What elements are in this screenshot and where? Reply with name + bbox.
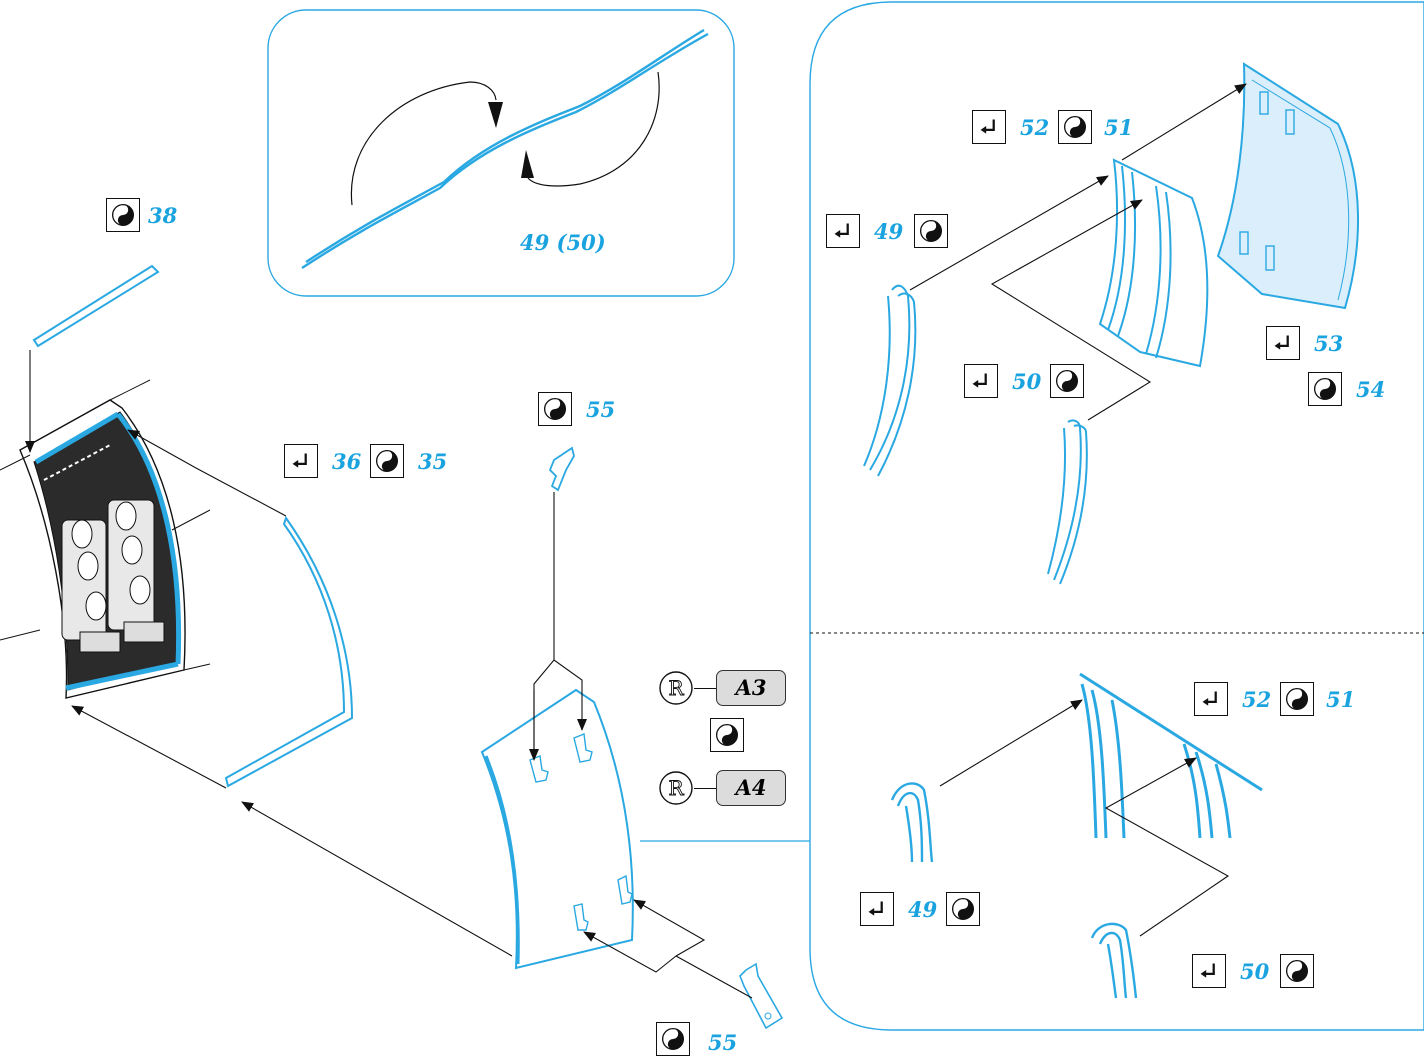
strip-detail-50-bottom (1090, 922, 1138, 999)
label-35: 35 (418, 449, 448, 474)
detail-panel-right (809, 1, 1424, 1031)
label-49-bottom: 49 (908, 897, 938, 922)
part-49-50-strip (301, 28, 709, 270)
part-icon-51-bottom (1280, 682, 1314, 716)
strip-detail-49-bottom (890, 782, 934, 863)
label-38: 38 (148, 203, 178, 228)
part-icon-54 (1308, 372, 1342, 406)
part-icon-49-bottom (946, 892, 980, 926)
part-icon-35 (370, 444, 404, 478)
fold-icon-49-top (826, 214, 860, 248)
leader-lines-bottom-right (939, 699, 1230, 937)
construction-lines-left (0, 379, 211, 671)
ref-box-a3: A3 (716, 670, 786, 706)
label-55-bottom: 55 (708, 1030, 738, 1055)
fold-icon-36 (284, 444, 318, 478)
center-panel-tabs (529, 733, 633, 931)
arrowhead-right (521, 150, 534, 178)
part-icon-50-top (1050, 364, 1084, 398)
fold-icon-53 (1266, 326, 1300, 360)
part-52-frame (1098, 158, 1209, 368)
part-50-strip-top (1047, 419, 1088, 585)
label-50-bottom: 50 (1240, 959, 1270, 984)
part-icon-55-top (538, 392, 572, 426)
curved-arrow-right (527, 71, 660, 187)
glass-tabs (1239, 91, 1295, 271)
registered-icon-a4: R (658, 770, 694, 806)
fold-icon-52-bottom (1194, 682, 1228, 716)
label-55-top: 55 (586, 397, 616, 422)
part-icon-49-top (914, 214, 948, 248)
door-assembly (19, 399, 186, 699)
registered-icon-a3: R (658, 670, 694, 706)
svg-text:R: R (668, 776, 684, 800)
label-51-top: 51 (1104, 115, 1134, 140)
part-icon-55-bottom (656, 1022, 690, 1056)
part-55-piece-bottom (739, 962, 784, 1030)
inset-panel-49-50 (267, 9, 735, 297)
label-54: 54 (1356, 377, 1386, 402)
part-55-piece-top (548, 446, 575, 492)
curved-arrow-left (350, 81, 497, 206)
label-51-bottom: 51 (1326, 687, 1356, 712)
part-icon-center (710, 718, 744, 752)
fold-icon-49-bottom (860, 892, 894, 926)
leader-lines-center (529, 492, 753, 999)
label-49-50: 49 (50) (520, 230, 606, 255)
svg-text:R: R (668, 676, 684, 700)
label-53: 53 (1314, 331, 1344, 356)
center-curved-panel (480, 688, 634, 970)
part-icon-51-top (1058, 110, 1092, 144)
leader-lines-left (25, 350, 513, 957)
ref-box-a4: A4 (716, 770, 786, 806)
part-49-strip-top (863, 284, 917, 477)
label-52-bottom: 52 (1242, 687, 1272, 712)
frame-detail-bottom (1079, 672, 1263, 839)
label-52-top: 52 (1020, 115, 1050, 140)
label-49-top: 49 (874, 219, 904, 244)
arrowhead-left (488, 102, 503, 128)
label-50-top: 50 (1012, 369, 1042, 394)
fold-icon-50-bottom (1192, 954, 1226, 988)
fold-icon-50-top (964, 364, 998, 398)
part-icon-38 (106, 198, 140, 232)
leader-lines-top-right (909, 83, 1247, 421)
part-53-glass-panel (1216, 62, 1359, 310)
label-36: 36 (332, 449, 362, 474)
part-36-frame-strip (224, 515, 354, 788)
part-icon-50-bottom (1280, 954, 1314, 988)
fold-icon-52-top (972, 110, 1006, 144)
part-38-strip (32, 264, 160, 348)
